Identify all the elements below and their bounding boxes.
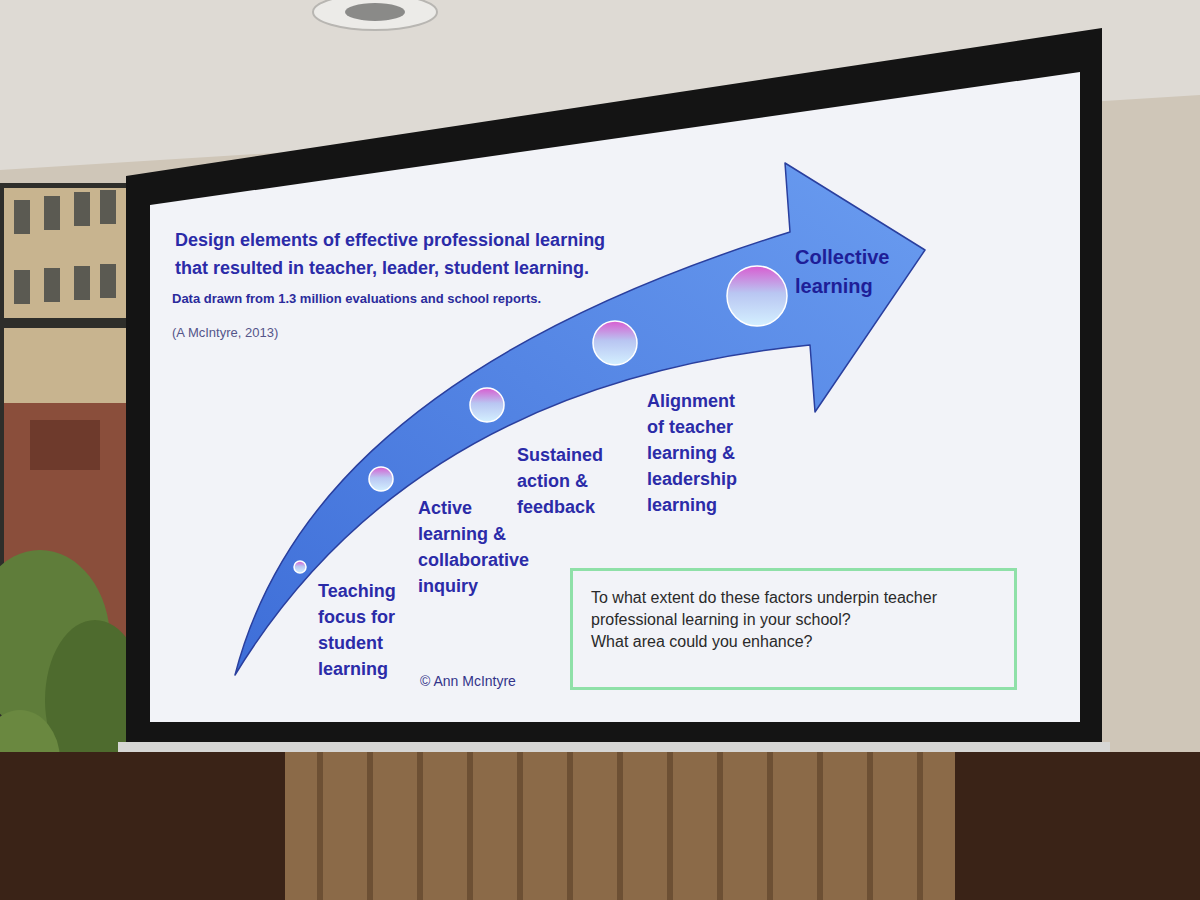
building-window bbox=[74, 266, 90, 300]
wood-panel bbox=[0, 752, 1200, 900]
slide-title: Design elements of effective professiona… bbox=[175, 226, 637, 282]
arrow-head-label: Collective learning bbox=[795, 243, 913, 301]
building-window bbox=[44, 196, 60, 230]
question-box: To what extent do these factors underpin… bbox=[570, 568, 1017, 690]
building-window bbox=[100, 264, 116, 298]
step-dot bbox=[727, 266, 787, 326]
brick-window bbox=[30, 420, 100, 470]
building-window bbox=[44, 268, 60, 302]
step-label: Teaching focus for student learning bbox=[318, 578, 414, 682]
building-window bbox=[14, 270, 30, 304]
question-text: What area could you enhance? bbox=[591, 631, 996, 653]
ceiling-light-center bbox=[345, 3, 405, 21]
screen-frame bbox=[126, 28, 1102, 750]
building-window bbox=[14, 200, 30, 234]
step-dot bbox=[294, 561, 306, 573]
step-label: Alignment of teacher learning & leadersh… bbox=[647, 388, 755, 518]
step-dot bbox=[593, 321, 637, 365]
building-facade bbox=[4, 188, 128, 403]
citation: (A McIntyre, 2013) bbox=[172, 324, 278, 342]
curtain bbox=[285, 752, 955, 900]
question-text: To what extent do these factors underpin… bbox=[591, 587, 996, 631]
ceiling-light bbox=[313, 0, 437, 30]
curtain-folds bbox=[320, 752, 920, 900]
window-mullion bbox=[0, 318, 134, 328]
source-note: Data drawn from 1.3 million evaluations … bbox=[172, 290, 541, 308]
slide-ground bbox=[150, 72, 1080, 722]
step-label: Sustained action & feedback bbox=[517, 442, 623, 520]
step-dot bbox=[470, 388, 504, 422]
building-window bbox=[100, 190, 116, 224]
step-dot bbox=[369, 467, 393, 491]
copyright-note: © Ann McIntyre bbox=[420, 672, 516, 690]
screen-roller bbox=[118, 742, 1110, 752]
building-window bbox=[74, 192, 90, 226]
